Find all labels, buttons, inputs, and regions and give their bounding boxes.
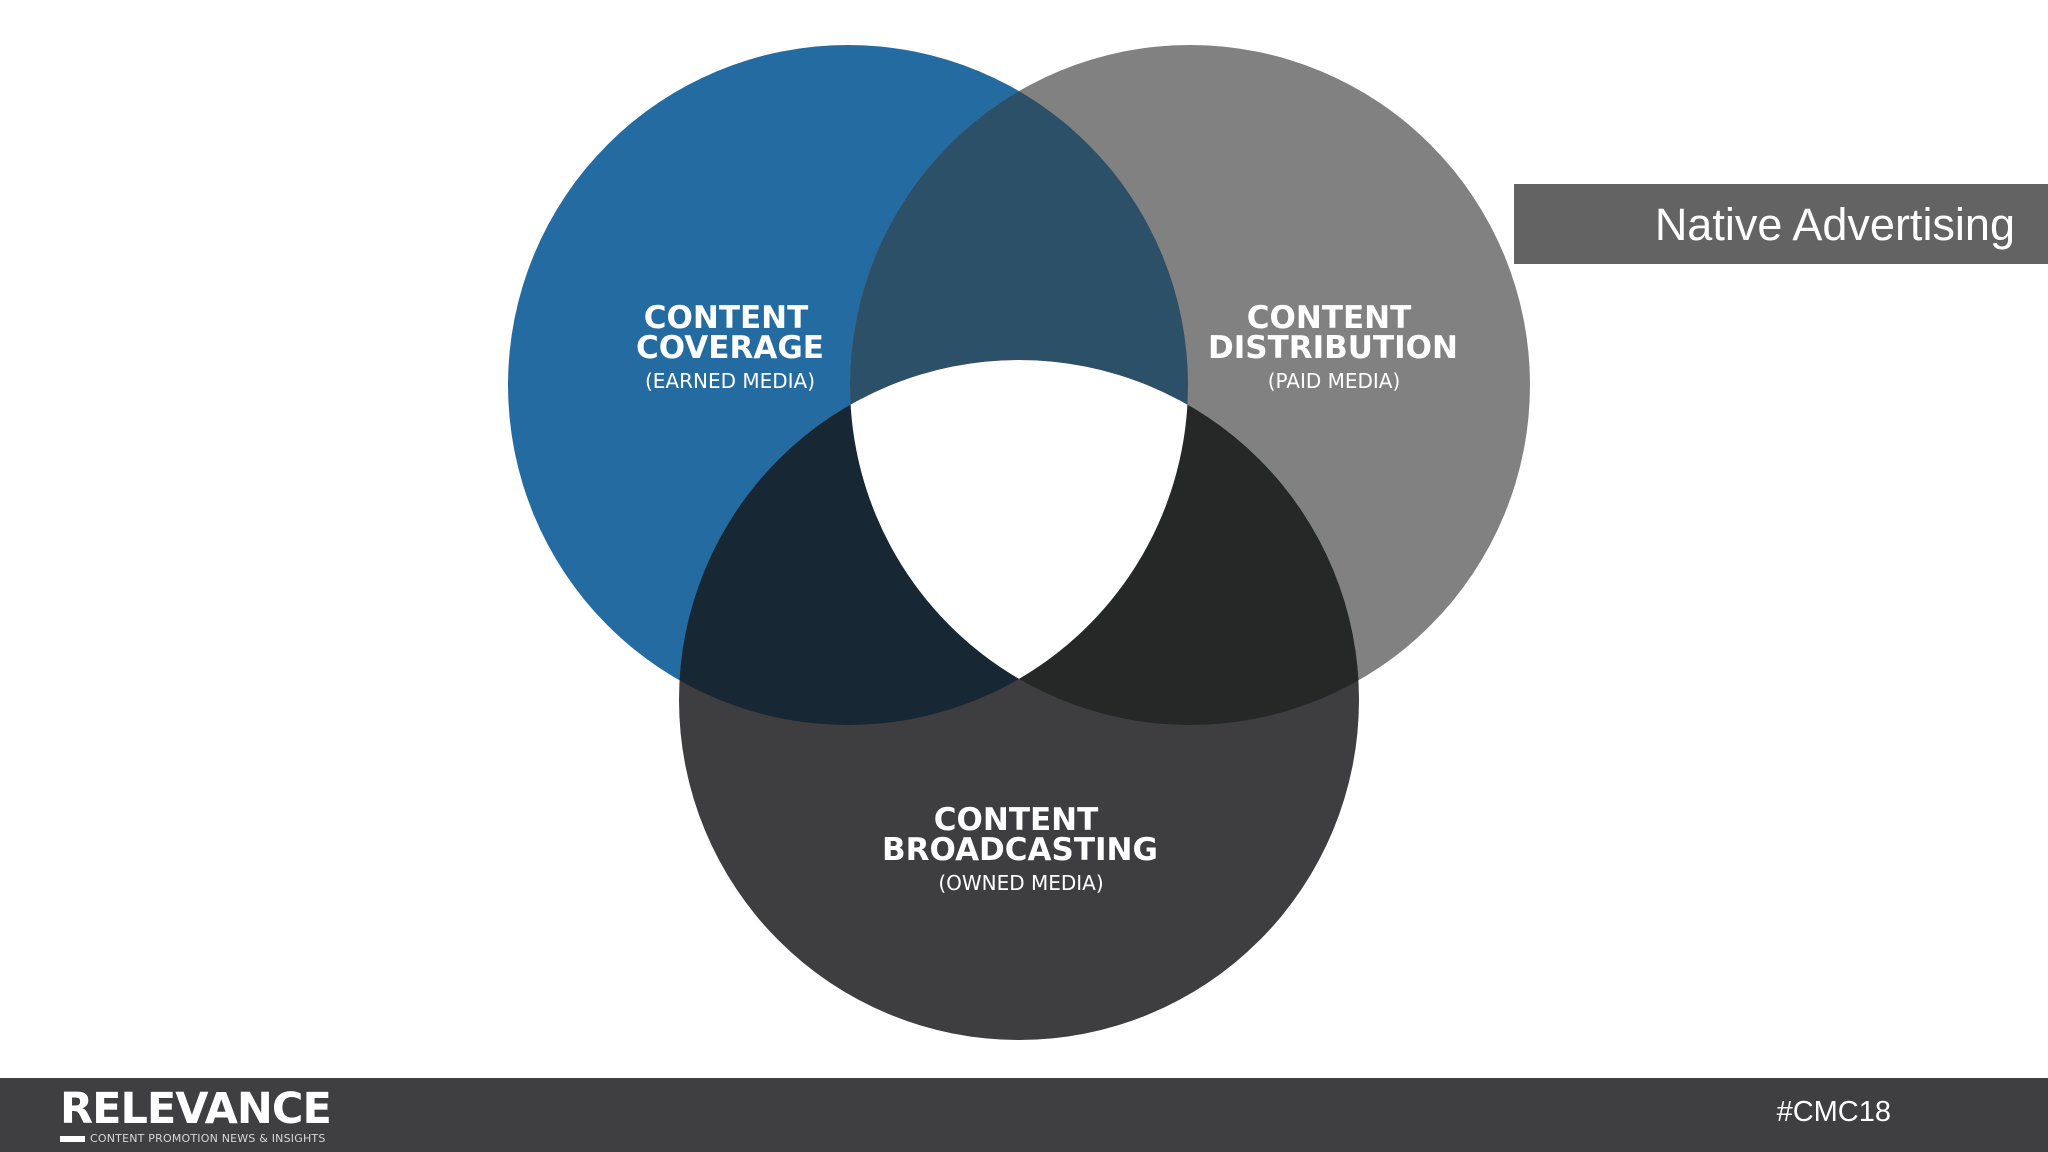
logo-tagline: CONTENT PROMOTION NEWS & INSIGHTS: [90, 1132, 326, 1145]
label-broadcasting: CONTENT BROADCASTING (OWNED MEDIA): [882, 802, 1158, 895]
venn-diagram: CONTENT COVERAGE (EARNED MEDIA) CONTENT …: [508, 45, 1530, 1040]
distribution-subtitle: (PAID MEDIA): [1268, 369, 1401, 393]
label-distribution: CONTENT DISTRIBUTION (PAID MEDIA): [1208, 300, 1458, 393]
broadcasting-title-line-2: BROADCASTING: [882, 832, 1158, 868]
broadcasting-title-line-1: CONTENT: [934, 802, 1098, 838]
distribution-title-line-2: DISTRIBUTION: [1208, 330, 1458, 366]
slide-title-label: Native Advertising: [1514, 184, 2048, 264]
distribution-title-line-1: CONTENT: [1247, 300, 1411, 336]
broadcasting-subtitle: (OWNED MEDIA): [938, 871, 1103, 895]
coverage-title-line-1: CONTENT: [644, 300, 808, 336]
coverage-subtitle: (EARNED MEDIA): [645, 369, 815, 393]
label-coverage: CONTENT COVERAGE (EARNED MEDIA): [636, 300, 824, 393]
coverage-title-line-2: COVERAGE: [636, 330, 824, 366]
logo-wordmark: RELEVANCE: [60, 1084, 332, 1134]
relevance-logo: RELEVANCE CONTENT PROMOTION NEWS & INSIG…: [60, 1084, 332, 1144]
logo-bar-icon: [60, 1135, 85, 1142]
slide-title-text: Native Advertising: [1654, 198, 2015, 250]
logo-tag-row: CONTENT PROMOTION NEWS & INSIGHTS: [60, 1133, 331, 1144]
event-hashtag: #CMC18: [1776, 1096, 1891, 1128]
footer-bar: RELEVANCE CONTENT PROMOTION NEWS & INSIG…: [0, 1078, 2048, 1152]
